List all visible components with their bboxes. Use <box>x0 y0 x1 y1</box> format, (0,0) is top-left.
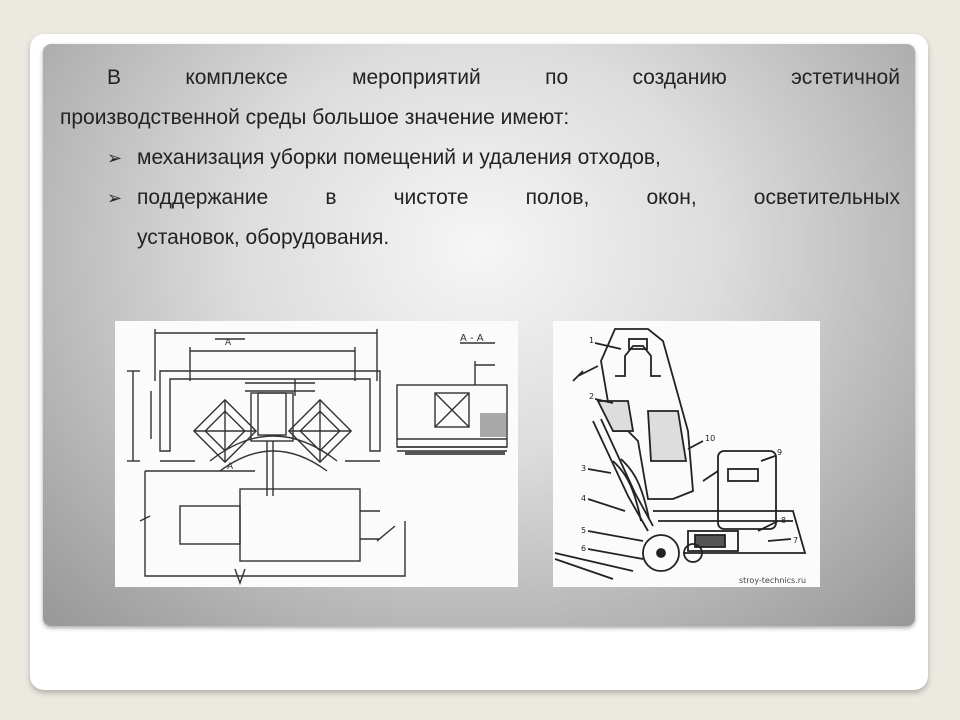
callout-label: 9 <box>777 448 782 457</box>
bullet-word: в <box>325 186 337 209</box>
bullet-line-2: установок, оборудования. <box>137 226 390 249</box>
intro-word: по <box>545 66 569 89</box>
bullet-line-1: поддержание в чистоте полов, окон, освет… <box>137 178 900 218</box>
intro-word: комплексе <box>185 66 288 89</box>
bullet-word: осветительных <box>753 186 900 209</box>
intro-word: созданию <box>632 66 727 89</box>
callout-label: 5 <box>581 526 586 535</box>
cleaning-machine-drawing: 1 2 3 4 5 6 7 8 9 10 stroy-technics.ru <box>554 328 807 585</box>
floor-plan-drawing: А - А А А <box>127 329 508 586</box>
callout-label: 1 <box>589 336 594 345</box>
bullet-item: ➢ механизация уборки помещений и удалени… <box>60 138 900 178</box>
technical-drawing-cleaning-machine: 1 2 3 4 5 6 7 8 9 10 stroy-technics.ru <box>553 321 820 587</box>
callout-label: 10 <box>705 434 715 443</box>
bullet-text: механизация уборки помещений и удаления … <box>137 146 661 169</box>
section-marker-a: А <box>225 338 232 348</box>
intro-word: эстетичной <box>791 66 900 89</box>
intro-word: В <box>107 66 122 89</box>
bullet-word: полов, <box>525 186 590 209</box>
arrow-bullet-icon: ➢ <box>107 148 123 168</box>
callout-label: 4 <box>581 494 586 503</box>
bullet-item: ➢ поддержание в чистоте полов, окон, осв… <box>60 178 900 258</box>
watermark: stroy-technics.ru <box>739 576 806 585</box>
section-marker-a: А <box>227 462 234 472</box>
callout-label: 3 <box>581 464 586 473</box>
intro-line-1: В комплексе мероприятий по созданию эсте… <box>60 58 900 98</box>
callout-label: 8 <box>781 516 786 525</box>
arrow-bullet-icon: ➢ <box>107 188 123 208</box>
callout-labels: 1 2 3 4 5 6 7 8 9 10 <box>581 336 798 553</box>
bullet-word: поддержание <box>137 186 269 209</box>
bullet-word: чистоте <box>393 186 469 209</box>
bullet-word: окон, <box>646 186 697 209</box>
technical-drawing-floor-plan: А - А А А <box>115 321 518 587</box>
callout-label: 2 <box>589 392 594 401</box>
callout-label: 7 <box>793 536 798 545</box>
intro-line-2: производственной среды большое значение … <box>60 106 570 129</box>
intro-word: мероприятий <box>352 66 481 89</box>
section-label: А - А <box>460 333 484 344</box>
slide-text: В комплексе мероприятий по созданию эсте… <box>60 58 900 258</box>
callout-label: 6 <box>581 544 586 553</box>
